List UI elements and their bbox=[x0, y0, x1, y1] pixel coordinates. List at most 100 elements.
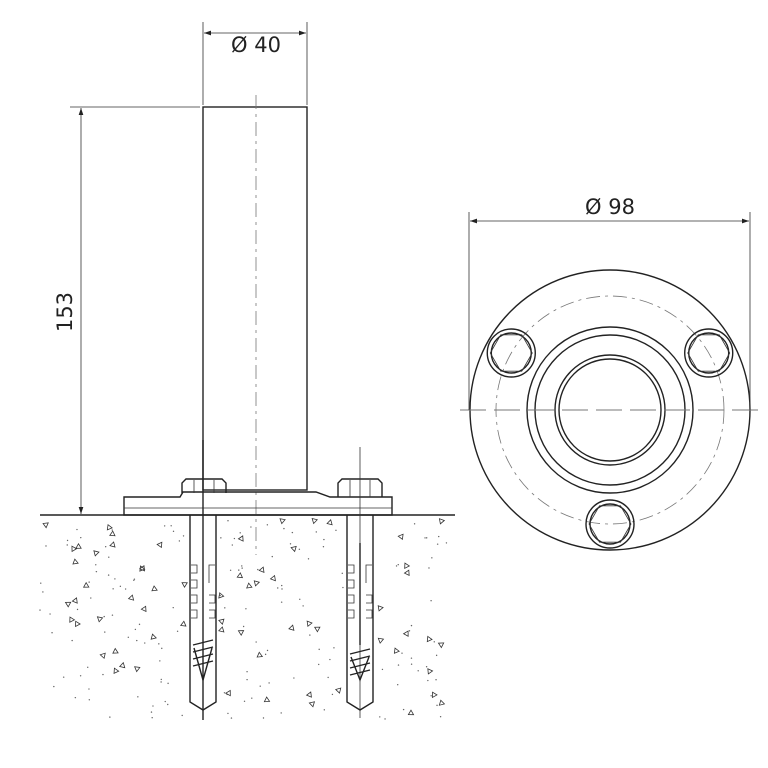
aggregate-mark bbox=[218, 626, 225, 633]
aggregate-dot bbox=[161, 647, 163, 650]
aggregate-dot bbox=[397, 664, 400, 666]
aggregate-mark bbox=[69, 616, 76, 623]
aggregate-dot bbox=[227, 520, 229, 522]
aggregate-dot bbox=[163, 525, 166, 527]
aggregate-dot bbox=[124, 588, 127, 590]
aggregate-dot bbox=[108, 556, 110, 558]
pipe-diameter-label: Ø 40 bbox=[231, 33, 281, 57]
aggregate-mark bbox=[306, 620, 313, 627]
aggregate-dot bbox=[410, 663, 413, 665]
aggregate-dot bbox=[137, 696, 139, 698]
aggregate-mark bbox=[258, 566, 265, 573]
aggregate-dot bbox=[381, 668, 384, 671]
aggregate-dot bbox=[439, 716, 442, 718]
pipe bbox=[202, 106, 308, 491]
aggregate-mark bbox=[279, 518, 286, 525]
aggregate-dot bbox=[280, 712, 282, 714]
aggregate-mark bbox=[377, 637, 385, 644]
aggregate-mark bbox=[308, 701, 316, 708]
aggregate-mark bbox=[246, 582, 253, 589]
aggregate-dot bbox=[220, 537, 222, 539]
aggregate-dot bbox=[281, 588, 283, 590]
aggregate-dot bbox=[281, 584, 283, 587]
aggregate-dot bbox=[88, 581, 90, 583]
aggregate-dot bbox=[152, 705, 154, 707]
aggregate-dot bbox=[74, 696, 77, 699]
aggregate-dot bbox=[289, 543, 292, 545]
aggregate-dot bbox=[127, 636, 130, 638]
aggregate-mark bbox=[75, 620, 81, 628]
dimension-base-diameter: Ø 98 bbox=[468, 195, 751, 410]
aggregate-mark bbox=[112, 647, 119, 654]
aggregate-dot bbox=[133, 579, 135, 581]
aggregate-dot bbox=[51, 632, 53, 634]
aggregate-mark bbox=[180, 620, 187, 627]
dimension-height: 153 bbox=[53, 106, 200, 514]
aggregate-dot bbox=[107, 574, 110, 576]
hex-icon bbox=[687, 334, 731, 372]
aggregate-dot bbox=[181, 714, 183, 717]
aggregate-mark bbox=[431, 691, 438, 699]
aggregate-mark bbox=[437, 642, 445, 649]
aggregate-dot bbox=[172, 530, 175, 533]
aggregate-dot bbox=[114, 578, 116, 580]
aggregate-dot bbox=[119, 585, 122, 588]
aggregate-dot bbox=[315, 531, 317, 533]
aggregate-dot bbox=[433, 641, 435, 643]
aggregate-dot bbox=[233, 537, 236, 540]
aggregate-mark bbox=[403, 569, 410, 577]
aggregate-dot bbox=[167, 682, 169, 685]
aggregate-dot bbox=[39, 609, 41, 611]
aggregate-dot bbox=[88, 699, 91, 701]
aggregate-dot bbox=[318, 663, 320, 666]
dimension-pipe-diameter: Ø 40 bbox=[202, 22, 308, 105]
aggregate-dot bbox=[172, 606, 174, 609]
aggregate-dot bbox=[229, 569, 232, 571]
bolt-hole bbox=[585, 499, 635, 549]
bolt-hole bbox=[684, 328, 734, 378]
aggregate-dot bbox=[331, 693, 334, 696]
aggregate-dot bbox=[436, 543, 439, 545]
aggregate-mark bbox=[93, 550, 100, 557]
aggregate-dot bbox=[159, 660, 161, 662]
aggregate-dot bbox=[239, 532, 241, 534]
height-label: 153 bbox=[53, 292, 77, 332]
aggregate-mark bbox=[138, 565, 146, 572]
aggregate-dot bbox=[245, 608, 247, 610]
aggregate-dot bbox=[151, 717, 153, 719]
aggregate-dot bbox=[230, 717, 233, 719]
aggregate-dot bbox=[246, 671, 248, 673]
aggregate-dot bbox=[413, 523, 416, 525]
expansion-fins bbox=[348, 564, 373, 619]
screw-thread bbox=[349, 648, 371, 682]
aggregate-dot bbox=[329, 658, 331, 661]
aggregate-mark bbox=[75, 542, 82, 549]
aggregate-mark bbox=[156, 541, 163, 549]
aggregate-dot bbox=[40, 582, 42, 584]
aggregate-mark bbox=[393, 647, 400, 654]
aggregate-mark bbox=[64, 601, 72, 608]
bolt-hole bbox=[486, 328, 536, 378]
concrete-ground-hatching bbox=[39, 517, 448, 720]
aggregate-dot bbox=[160, 681, 162, 683]
aggregate-dot bbox=[66, 544, 68, 546]
aggregate-dot bbox=[425, 537, 428, 539]
aggregate-dot bbox=[231, 544, 234, 546]
aggregate-dot bbox=[259, 685, 261, 687]
aggregate-mark bbox=[253, 580, 261, 587]
aggregate-dot bbox=[410, 624, 413, 627]
aggregate-dot bbox=[266, 649, 269, 652]
aggregate-dot bbox=[87, 666, 89, 668]
aggregate-mark bbox=[237, 630, 245, 636]
aggregate-dot bbox=[323, 538, 325, 541]
aggregate-dot bbox=[293, 677, 295, 679]
aggregate-mark bbox=[109, 541, 116, 548]
aggregate-dot bbox=[430, 600, 432, 602]
aggregate-dot bbox=[241, 565, 243, 567]
aggregate-dot bbox=[246, 678, 248, 681]
washer bbox=[585, 499, 635, 549]
aggregate-dot bbox=[158, 643, 160, 645]
bolt-left bbox=[181, 440, 227, 720]
aggregate-dot bbox=[431, 557, 433, 559]
aggregate-mark bbox=[237, 535, 244, 542]
